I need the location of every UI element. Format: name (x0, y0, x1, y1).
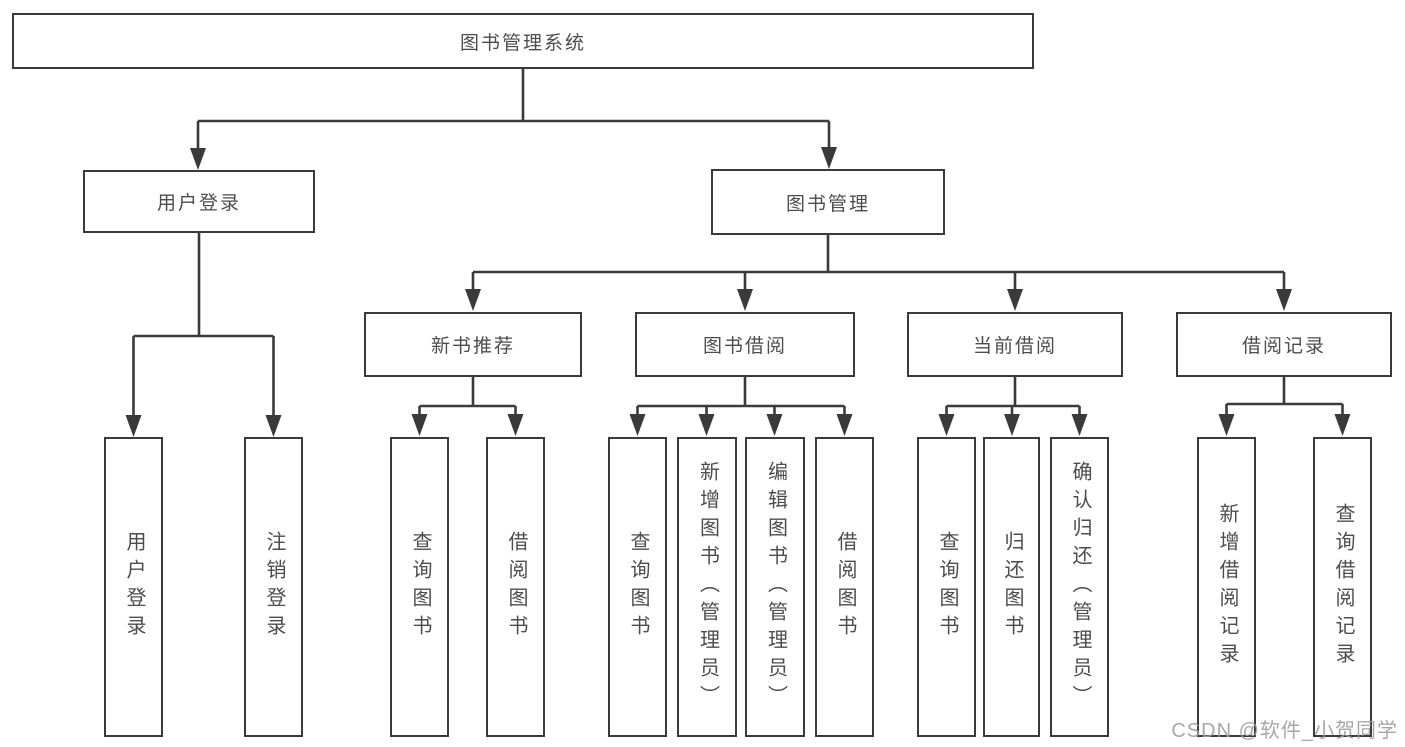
node-label: 图书管理 (785, 193, 870, 215)
node-label: 新书推荐 (430, 336, 515, 357)
leaf-logout: 注销登录 (244, 437, 303, 737)
leaf-label: 查询借阅记录 (1332, 503, 1354, 671)
node-user-login: 用户登录 (83, 170, 315, 233)
connector-user-login-children (125, 233, 282, 437)
node-library-management-system: 图书管理系统 (12, 13, 1034, 69)
node-label: 图书借阅 (702, 336, 787, 357)
connector-book-borrow-children (629, 377, 853, 436)
leaf-add-borrow-record: 新增借阅记录 (1197, 437, 1256, 737)
leaf-return-books: 归还图书 (983, 437, 1040, 737)
leaf-borrow-books-recommend: 借阅图书 (486, 437, 545, 737)
node-book-borrow: 图书借阅 (635, 312, 855, 377)
node-label: 用户登录 (156, 193, 241, 214)
leaf-label: 新增借阅记录 (1216, 503, 1238, 671)
leaf-label: 归还图书 (1001, 531, 1023, 643)
leaf-confirm-return-admin: 确认归还（管理员） (1050, 437, 1109, 737)
node-book-management: 图书管理 (711, 169, 945, 235)
connector-book-management-children (465, 235, 1292, 311)
node-new-book-recommend: 新书推荐 (364, 312, 582, 377)
leaf-label: 注销登录 (263, 531, 285, 643)
node-label: 借阅记录 (1241, 336, 1326, 357)
leaf-user-login: 用户登录 (104, 437, 163, 737)
leaf-query-books-current: 查询图书 (917, 437, 976, 737)
connector-root-to-level2 (190, 69, 837, 170)
leaf-borrow-books: 借阅图书 (815, 437, 874, 737)
connector-borrow-record-children (1218, 377, 1351, 436)
node-label: 当前借阅 (972, 336, 1057, 357)
leaf-query-books-recommend: 查询图书 (390, 437, 449, 737)
leaf-label: 查询图书 (409, 531, 431, 643)
leaf-add-books-admin: 新增图书（管理员） (677, 437, 737, 737)
leaf-label: 用户登录 (123, 531, 145, 643)
leaf-query-borrow-record: 查询借阅记录 (1313, 437, 1372, 737)
connector-new-book-recommend-children (411, 377, 524, 436)
leaf-label: 编辑图书（管理员） (764, 461, 787, 713)
node-borrow-record: 借阅记录 (1176, 312, 1392, 377)
leaf-label: 确认归还（管理员） (1069, 461, 1091, 713)
leaf-label: 查询图书 (627, 531, 649, 643)
csdn-watermark: CSDN @软件_小贺同学 (1171, 720, 1398, 742)
connector-current-borrow-children (938, 377, 1088, 436)
leaf-label: 查询图书 (936, 531, 958, 643)
leaf-label: 新增图书（管理员） (696, 461, 719, 713)
node-current-borrow: 当前借阅 (907, 312, 1123, 377)
leaf-label: 借阅图书 (505, 531, 527, 643)
leaf-label: 借阅图书 (834, 531, 856, 643)
leaf-query-books-borrow: 查询图书 (608, 437, 667, 737)
node-label: 图书管理系统 (459, 32, 586, 54)
leaf-edit-books-admin: 编辑图书（管理员） (745, 437, 805, 737)
